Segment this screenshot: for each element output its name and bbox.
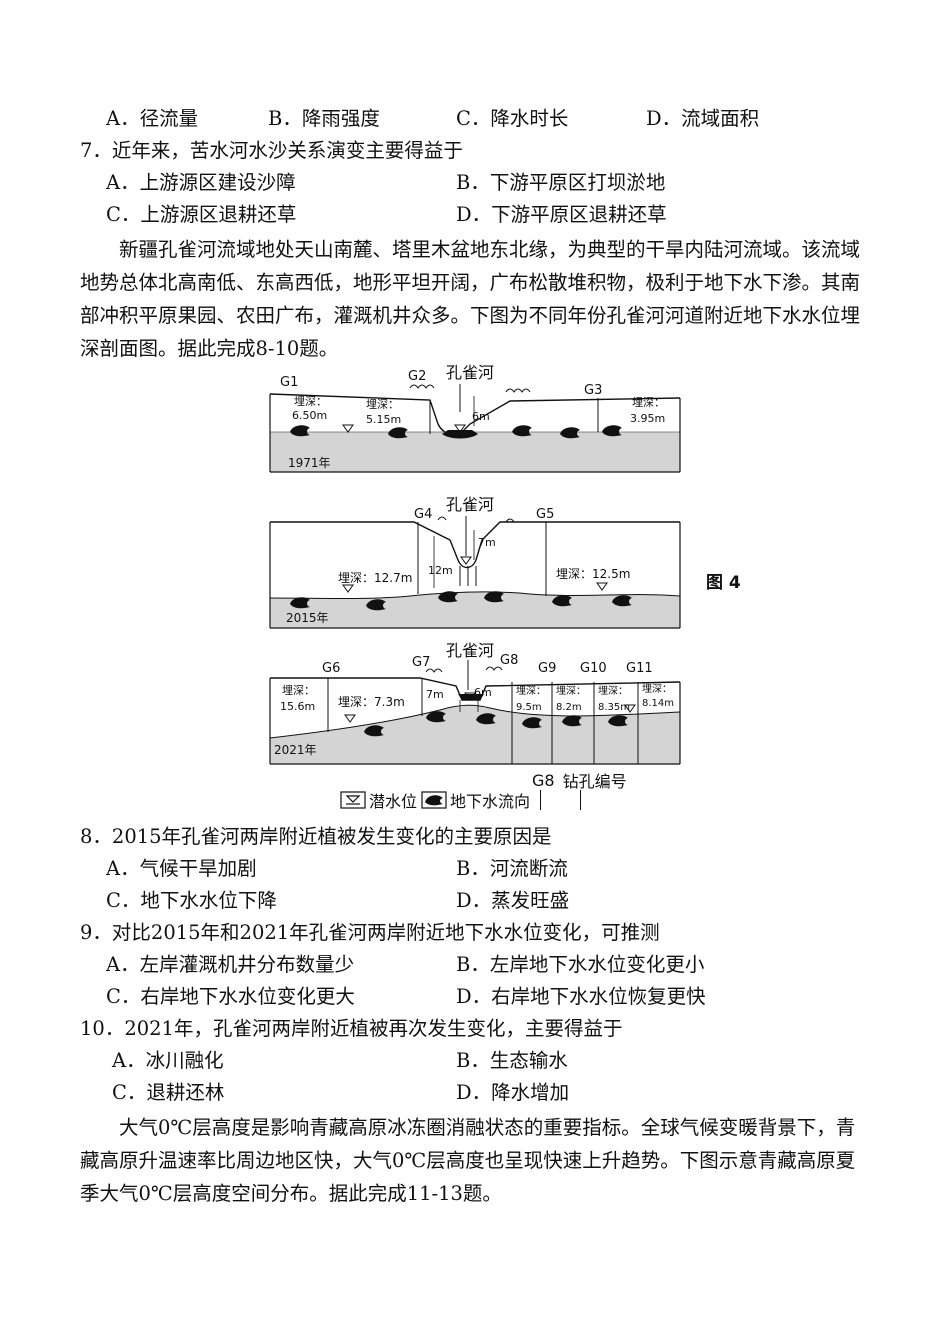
- river-depth-2021-left: 7m: [426, 688, 444, 701]
- depth-g5: 埋深：12.5m: [556, 567, 630, 581]
- q10-option-d: D．降水增加: [456, 1081, 570, 1104]
- well-g6: G6: [322, 661, 340, 676]
- groundwater-flow-icon: [421, 791, 447, 809]
- profile-2021: G6 G7 G8 G9 G10 G11 孔雀河 7m 6m 埋深： 15.6m …: [269, 641, 681, 765]
- legend-well-label: 钻孔编号: [562, 772, 627, 791]
- depth-g8: 9.5m: [516, 702, 542, 713]
- q8-option-b: B．河流断流: [456, 857, 568, 880]
- q8-stem: 8．2015年孔雀河两岸附近植被发生变化的主要原因是: [80, 825, 552, 848]
- profile-2015: G4 G5 孔雀河 12m 7m 埋深：12.7m 埋深：12.5m 2015年: [269, 495, 681, 629]
- legend-flow: 地下水流向: [421, 788, 530, 812]
- q8-option-c: C．地下水水位下降: [106, 889, 277, 912]
- well-g2: G2: [408, 369, 426, 384]
- q10-stem: 10．2021年，孔雀河两岸附近植被再次发生变化，主要得益于: [80, 1017, 623, 1040]
- well-g9: G9: [538, 661, 556, 676]
- well-g8: G8: [500, 653, 518, 668]
- q7-stem: 7．近年来，苦水河水沙关系演变主要得益于: [80, 139, 463, 162]
- well-g7: G7: [412, 655, 430, 670]
- well-g4: G4: [414, 507, 432, 522]
- river-depth-1971: 6m: [472, 410, 490, 423]
- depth-g4: 埋深：12.7m: [338, 571, 412, 585]
- depth-prefix-g3: 埋深：: [632, 396, 665, 409]
- q8-option-a: A．气候干旱加剧: [106, 857, 257, 880]
- year-1971: 1971年: [288, 456, 331, 470]
- depth-prefix-g1: 埋深：: [294, 395, 327, 408]
- q8-option-d: D．蒸发旺盛: [456, 889, 570, 912]
- q6-option-a: A．径流量: [106, 107, 199, 130]
- passage-kongque-river: 新疆孔雀河流域地处天山南麓、塔里木盆地东北缘，为典型的干旱内陆河流域。该流域地势…: [80, 233, 872, 365]
- well-g11: G11: [626, 661, 653, 676]
- river-depth-2015-left: 12m: [428, 564, 453, 577]
- legend-water-table-label: 潜水位: [369, 792, 418, 811]
- figure-label: 图 4: [706, 573, 741, 593]
- legend-water-table: 潜水位: [340, 788, 417, 812]
- depth-g11: 8.14m: [642, 698, 674, 709]
- q9-stem: 9．对比2015年和2021年孔雀河两岸附近地下水水位变化，可推测: [80, 921, 660, 944]
- q10-option-b: B．生态输水: [456, 1049, 568, 1072]
- q7-option-c: C．上游源区退耕还草: [106, 203, 297, 226]
- q7-option-a: A．上游源区建设沙障: [106, 171, 296, 194]
- water-table-icon: [340, 791, 366, 809]
- depth-g9: 8.2m: [556, 702, 582, 713]
- depth-prefix-g10: 埋深：: [598, 685, 628, 697]
- q7-option-d: D．下游平原区退耕还草: [456, 203, 667, 226]
- q9-option-a: A．左岸灌溉机井分布数量少: [106, 953, 355, 976]
- depth-g3: 3.95m: [630, 412, 665, 425]
- figure-legend: 潜水位 地下水流向: [340, 788, 530, 812]
- well-g3: G3: [584, 383, 602, 398]
- river-name-2021: 孔雀河: [446, 641, 494, 660]
- legend-well-code: G8 钻孔编号: [532, 768, 627, 792]
- depth-prefix-g9: 埋深：: [556, 685, 586, 697]
- depth-prefix-g2: 埋深：: [366, 398, 399, 411]
- river-name-2015: 孔雀河: [446, 495, 494, 514]
- river-depth-2015-right: 7m: [478, 536, 496, 549]
- passage-tibet-zero-layer: 大气0℃层高度是影响青藏高原冰冻圈消融状态的重要指标。全球气候变暖背景下，青藏高…: [80, 1111, 872, 1210]
- depth-prefix-g11: 埋深：: [642, 683, 672, 695]
- q9-option-c: C．右岸地下水水位变化更大: [106, 985, 355, 1008]
- well-g1: G1: [280, 375, 298, 390]
- depth-prefix-g8: 埋深：: [516, 685, 546, 697]
- q9-option-b: B．左岸地下水水位变化更小: [456, 953, 705, 976]
- river-depth-2021-right: 6m: [474, 686, 492, 699]
- river-name-1971: 孔雀河: [446, 363, 494, 382]
- depth-g7: 埋深：7.3m: [338, 695, 405, 709]
- depth-g2: 5.15m: [366, 413, 401, 426]
- depth-g1: 6.50m: [292, 409, 327, 422]
- legend-well-code-text: G8: [532, 770, 555, 790]
- passage-1-text: 新疆孔雀河流域地处天山南麓、塔里木盆地东北缘，为典型的干旱内陆河流域。该流域地势…: [80, 238, 861, 360]
- groundwater-profile-figure: G1 G2 G3 孔雀河 埋深： 6.50m 埋深： 5.15m 埋深： 3.9…: [269, 363, 681, 765]
- legend-well-mark: [540, 790, 541, 810]
- depth-g10: 8.35m: [598, 702, 630, 713]
- q6-option-b: B．降雨强度: [268, 107, 380, 130]
- q10-option-c: C．退耕还林: [112, 1081, 225, 1104]
- q7-option-b: B．下游平原区打坝淤地: [456, 171, 666, 194]
- depth-prefix-g6: 埋深：: [282, 684, 315, 697]
- depth-g6: 15.6m: [280, 700, 315, 713]
- q6-option-c: C．降水时长: [456, 107, 569, 130]
- legend-flow-label: 地下水流向: [450, 792, 531, 811]
- well-g5: G5: [536, 507, 554, 522]
- q9-option-d: D．右岸地下水水位恢复更快: [456, 985, 706, 1008]
- q6-option-d: D．流域面积: [646, 107, 760, 130]
- passage-2-text: 大气0℃层高度是影响青藏高原冰冻圈消融状态的重要指标。全球气候变暖背景下，青藏高…: [80, 1116, 856, 1205]
- well-g10: G10: [580, 661, 607, 676]
- year-2021: 2021年: [274, 743, 317, 757]
- year-2015: 2015年: [286, 611, 329, 625]
- q10-option-a: A．冰川融化: [112, 1049, 224, 1072]
- legend-well-mark-2: [580, 790, 581, 810]
- profile-1971: G1 G2 G3 孔雀河 埋深： 6.50m 埋深： 5.15m 埋深： 3.9…: [269, 363, 681, 473]
